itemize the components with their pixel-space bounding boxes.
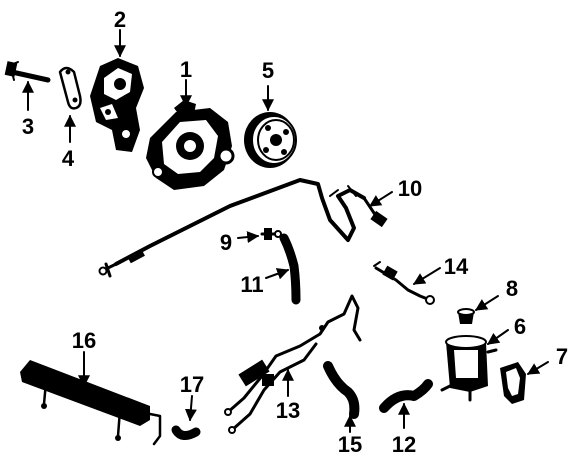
callout-4: 4 xyxy=(62,146,75,171)
callout-17-leader xyxy=(184,395,197,422)
part-16-cooler xyxy=(20,360,162,446)
callout-16: 16 xyxy=(72,328,96,353)
part-3-bolt xyxy=(4,61,51,83)
callout-7-leader xyxy=(526,361,549,375)
callout-13: 13 xyxy=(276,398,300,423)
callout-9: 9 xyxy=(220,230,232,255)
part-9-fitting xyxy=(260,228,282,240)
callout-14: 14 xyxy=(444,254,469,279)
part-11-return-hose xyxy=(279,233,301,305)
callout-6: 6 xyxy=(514,314,526,339)
callout-11-leader xyxy=(265,268,290,280)
callout-10-leader xyxy=(368,191,393,207)
callout-10: 10 xyxy=(398,176,422,201)
part-14-fitting xyxy=(373,261,435,305)
callout-14-leader xyxy=(412,267,441,285)
callout-3: 3 xyxy=(22,114,34,139)
part-2-mounting-bracket xyxy=(90,58,144,152)
callout-9-leader xyxy=(237,231,260,244)
part-15-hose xyxy=(323,361,360,419)
callout-12: 12 xyxy=(392,432,416,457)
callout-6-leader xyxy=(487,329,509,345)
part-4-bracket xyxy=(58,66,82,110)
callout-2: 2 xyxy=(114,7,126,32)
part-6-reservoir xyxy=(440,335,498,402)
callout-1: 1 xyxy=(180,57,192,82)
part-7-bracket xyxy=(500,362,526,404)
part-8-cap xyxy=(457,308,475,324)
part-5-pulley xyxy=(244,112,297,168)
part-1-pump xyxy=(146,100,235,190)
callout-5: 5 xyxy=(262,58,274,83)
callout-11: 11 xyxy=(240,272,263,297)
callout-17: 17 xyxy=(180,372,204,397)
part-17-hose xyxy=(171,425,201,440)
part-13-pipe-assembly xyxy=(224,294,362,434)
part-10-pressure-hose xyxy=(98,178,388,278)
part-12-hose xyxy=(379,379,433,413)
callout-15: 15 xyxy=(338,432,362,457)
callout-8: 8 xyxy=(506,276,518,301)
callout-8-leader xyxy=(474,295,499,311)
callout-7: 7 xyxy=(556,344,568,369)
